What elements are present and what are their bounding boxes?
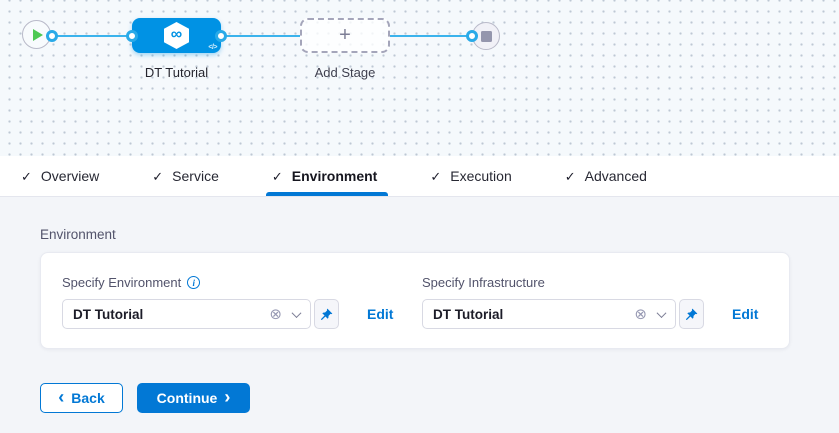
tab-label: Advanced	[584, 168, 647, 184]
continue-button-label: Continue	[156, 390, 218, 406]
tab-service[interactable]: ✓ Service	[152, 156, 219, 196]
tab-overview[interactable]: ✓ Overview	[21, 156, 99, 196]
check-icon: ✓	[564, 168, 576, 184]
wizard-footer: ‹ Back Continue ›	[40, 383, 250, 413]
edit-infrastructure-link[interactable]: Edit	[732, 306, 759, 322]
tab-label: Overview	[40, 168, 100, 184]
deployment-hexagon-icon: ∞	[164, 22, 189, 49]
specify-infrastructure-field: Specify Infrastructure DT Tutorial ⊗ Edi…	[422, 275, 758, 329]
connector-port	[126, 30, 138, 42]
environment-card: Specify Environment i DT Tutorial ⊗ Edit	[40, 252, 790, 349]
check-icon: ✓	[152, 168, 164, 184]
infinity-icon: ∞	[170, 26, 183, 43]
check-icon: ✓	[271, 168, 283, 184]
continue-button[interactable]: Continue ›	[137, 383, 250, 413]
plus-icon: +	[339, 23, 351, 46]
environment-tab-panel: Environment Specify Environment i DT Tut…	[0, 197, 839, 433]
check-icon: ✓	[430, 168, 442, 184]
add-stage-button[interactable]: +	[300, 18, 390, 53]
pipeline-canvas[interactable]: ∞ </> DT Tutorial + Add Stage	[0, 0, 839, 156]
play-icon	[33, 28, 43, 41]
connector-line	[390, 35, 472, 37]
connector-line	[52, 35, 132, 37]
back-button-label: Back	[71, 390, 105, 406]
chevron-down-icon[interactable]	[656, 307, 667, 318]
tab-environment[interactable]: ✓ Environment	[265, 156, 389, 196]
clear-icon[interactable]: ⊗	[269, 305, 282, 323]
connector-port	[466, 30, 478, 42]
environment-select[interactable]: DT Tutorial ⊗	[62, 299, 311, 329]
add-stage-label: Add Stage	[314, 65, 376, 80]
environment-select-value: DT Tutorial	[73, 306, 144, 322]
tab-execution[interactable]: ✓ Execution	[430, 156, 511, 196]
tab-label: Environment	[291, 168, 378, 184]
chevron-down-icon[interactable]	[291, 307, 302, 318]
pin-icon	[320, 308, 333, 320]
section-title: Environment	[40, 227, 116, 242]
specify-environment-field: Specify Environment i DT Tutorial ⊗ Edit	[62, 275, 393, 329]
fixed-value-pin-button[interactable]	[679, 299, 704, 329]
connector-line	[221, 35, 300, 37]
field-label: Specify Environment	[62, 275, 182, 290]
stage-node-dt-tutorial[interactable]: ∞ </>	[132, 18, 221, 53]
stage-tabs: ✓ Overview ✓ Service ✓ Environment ✓ Exe…	[0, 156, 839, 197]
edit-environment-link[interactable]: Edit	[367, 306, 394, 322]
tab-label: Execution	[450, 168, 512, 184]
stage-node-label: DT Tutorial	[144, 65, 209, 80]
tab-advanced[interactable]: ✓ Advanced	[565, 156, 647, 196]
connector-port	[46, 30, 58, 42]
code-icon: </>	[208, 44, 217, 51]
field-label: Specify Infrastructure	[422, 275, 545, 290]
info-icon[interactable]: i	[187, 276, 201, 289]
back-button[interactable]: ‹ Back	[40, 383, 123, 413]
fixed-value-pin-button[interactable]	[314, 299, 339, 329]
stop-icon	[480, 30, 492, 42]
infrastructure-select[interactable]: DT Tutorial ⊗	[422, 299, 676, 329]
tab-label: Service	[172, 168, 219, 184]
clear-icon[interactable]: ⊗	[634, 305, 647, 323]
check-icon: ✓	[21, 168, 32, 184]
connector-port	[215, 30, 227, 42]
pin-icon	[685, 308, 698, 320]
infrastructure-select-value: DT Tutorial	[433, 306, 504, 322]
